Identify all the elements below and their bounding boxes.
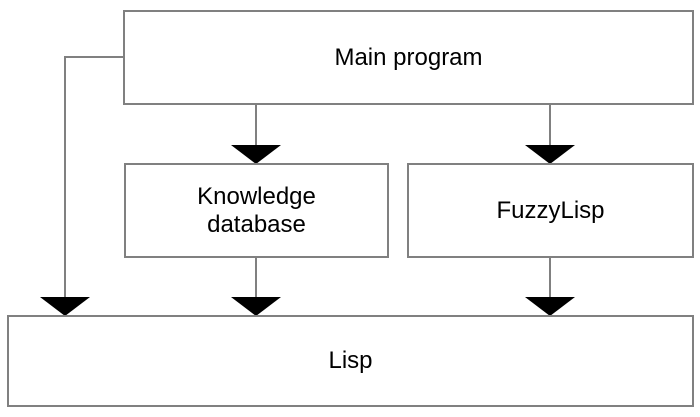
- edge-knowledge-to-lisp-arrowhead-icon: [231, 297, 281, 316]
- node-fuzzylisp-label: FuzzyLisp: [496, 196, 605, 224]
- edge-main-to-fuzzylisp: [525, 105, 575, 164]
- node-lisp: Lisp: [7, 315, 694, 407]
- edge-main-to-lisp-line: [64, 56, 123, 315]
- edge-main-to-fuzzylisp-arrowhead-icon: [525, 145, 575, 164]
- edge-main-to-lisp: [40, 56, 123, 316]
- node-lisp-label: Lisp: [328, 347, 373, 374]
- edge-main-to-knowledge: [231, 105, 281, 164]
- edge-fuzzylisp-to-lisp-arrowhead-icon: [525, 297, 575, 316]
- node-fuzzylisp: FuzzyLisp: [407, 163, 694, 258]
- edge-main-to-knowledge-arrowhead-icon: [231, 145, 281, 164]
- edge-main-to-lisp-arrowhead-icon: [40, 297, 90, 316]
- node-knowledge-database-label: Knowledge database: [197, 182, 316, 238]
- node-main-program-label: Main program: [334, 43, 483, 71]
- node-main-program: Main program: [123, 10, 694, 105]
- edge-fuzzylisp-to-lisp: [525, 258, 575, 316]
- node-knowledge-database: Knowledge database: [124, 163, 389, 258]
- edge-knowledge-to-lisp: [231, 258, 281, 316]
